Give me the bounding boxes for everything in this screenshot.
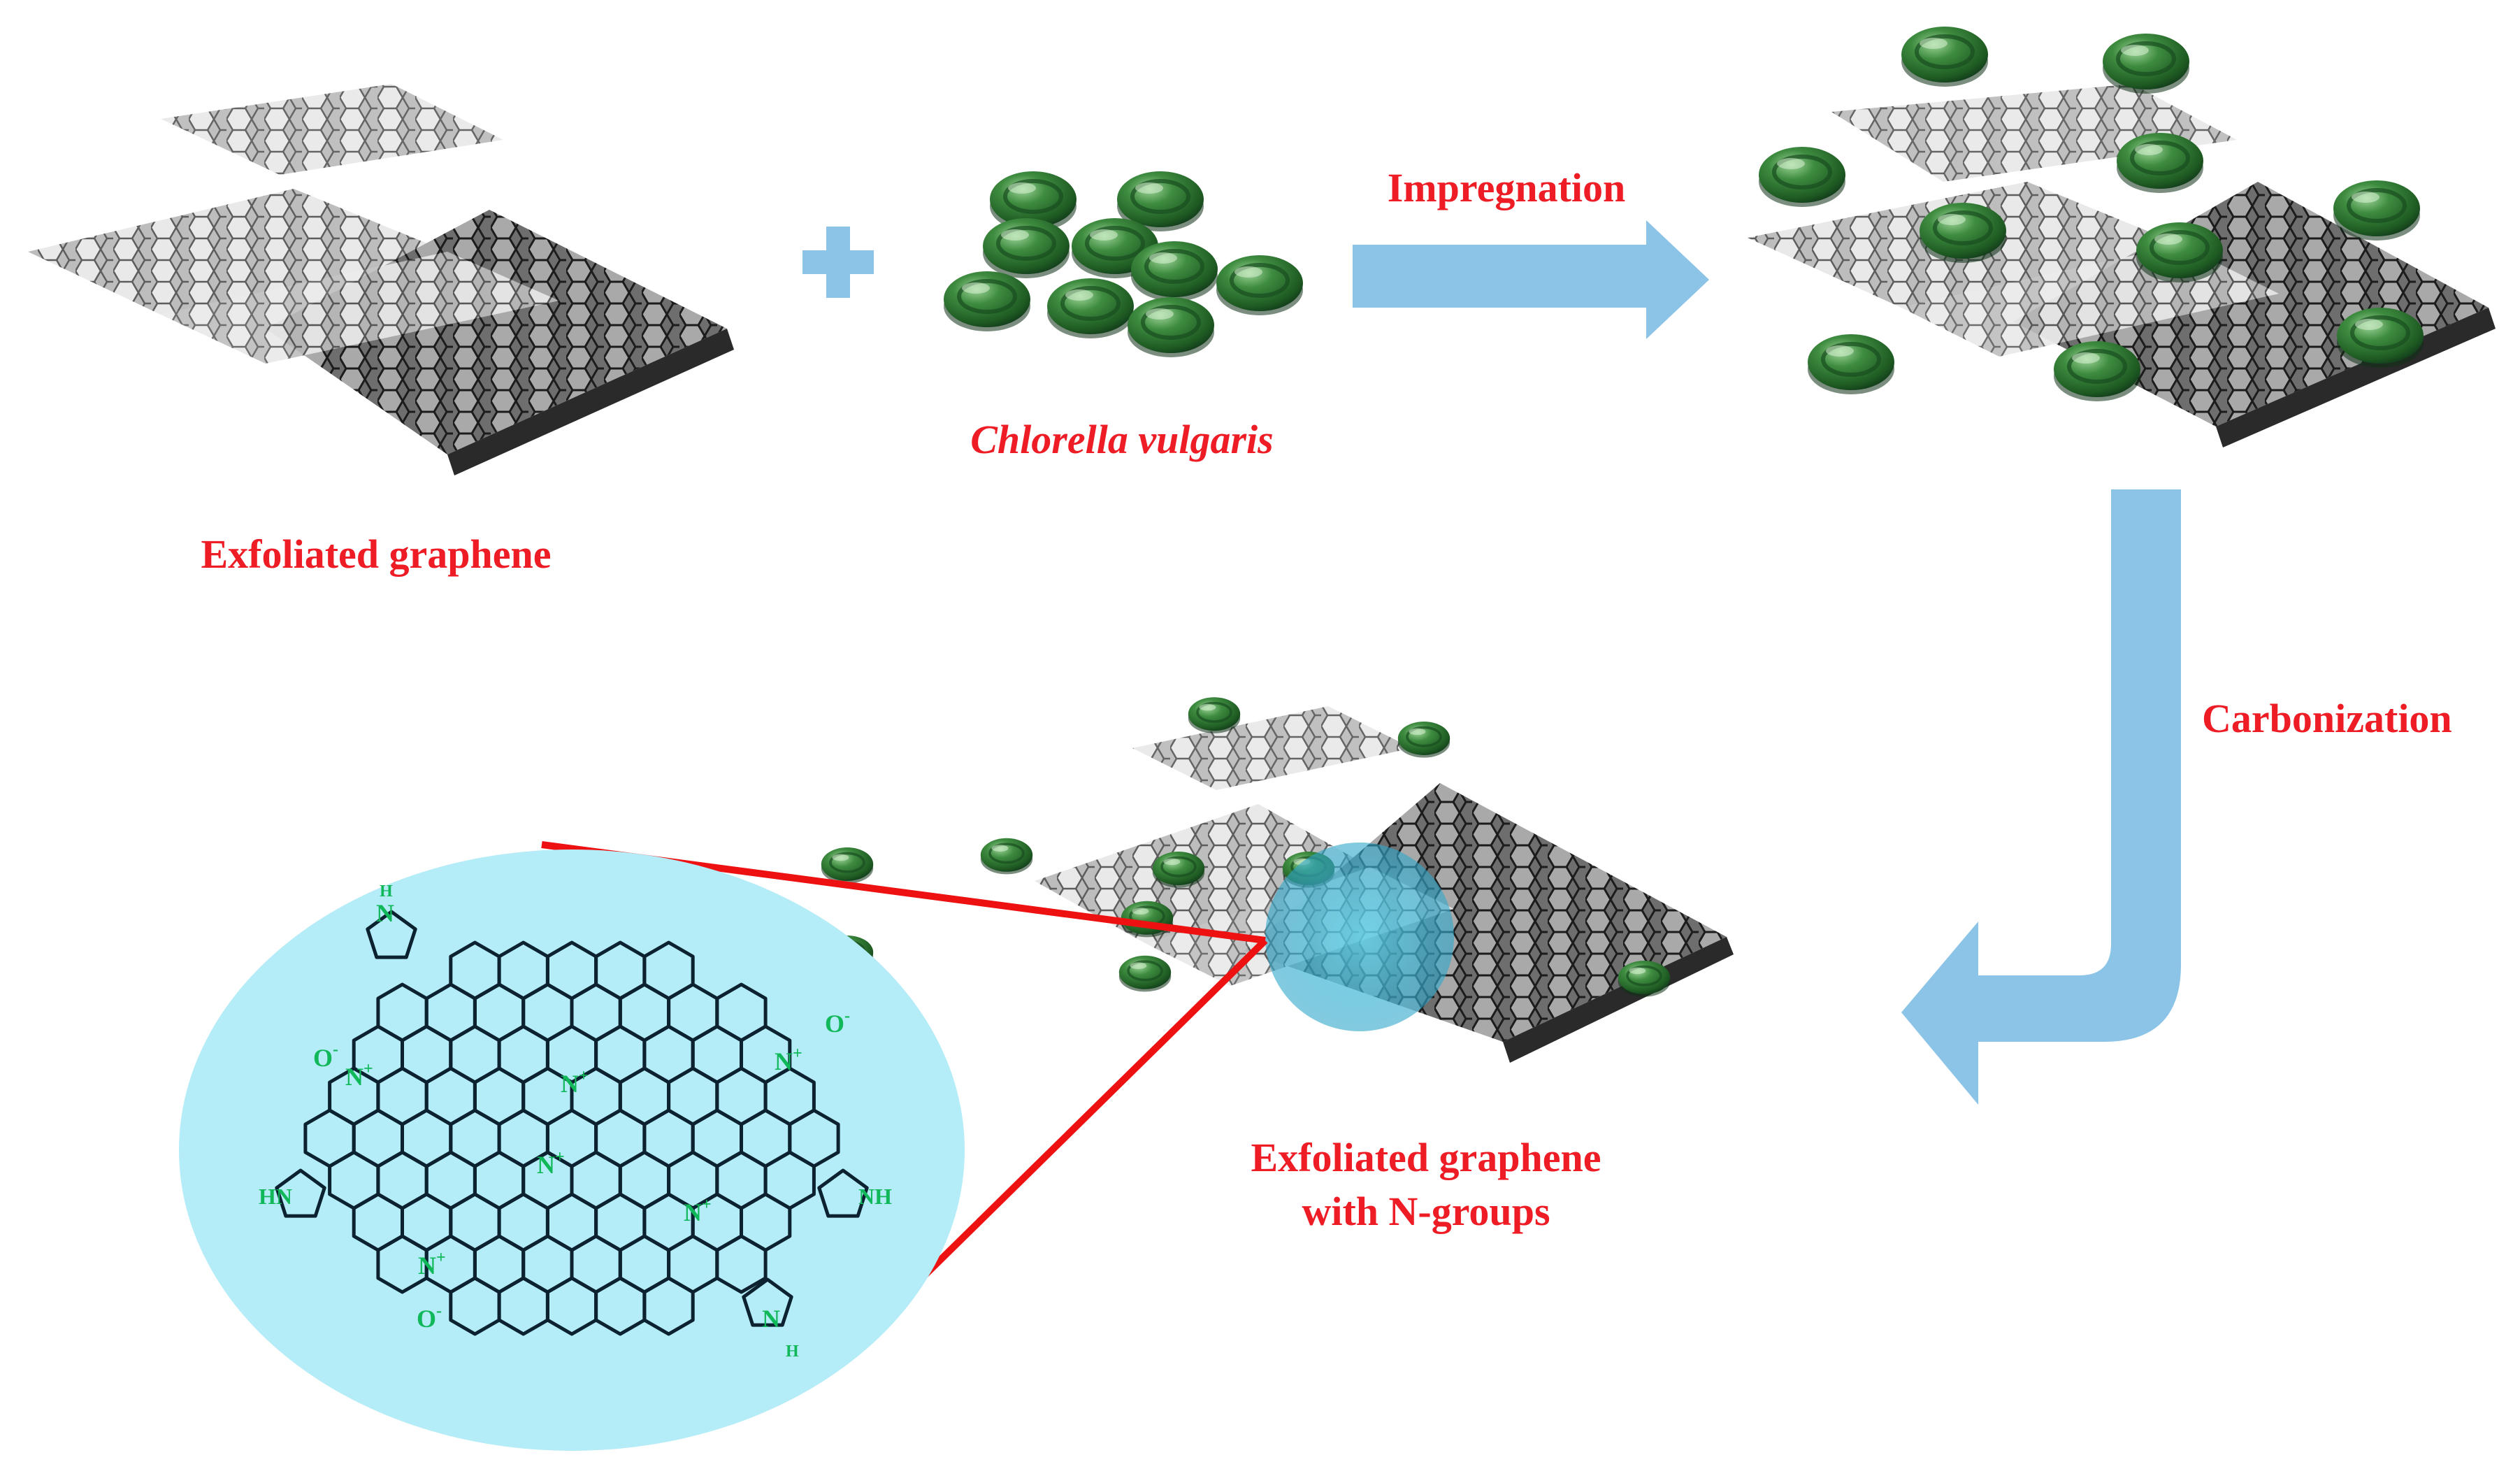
h-label: H [380, 882, 393, 901]
carbon-ring [642, 1276, 695, 1336]
zoom-region [1265, 843, 1454, 1031]
n-plus-label: N [418, 1252, 436, 1280]
heteroatom-labels: O - N + N + N + O - N + N + N + O - HN N… [259, 882, 892, 1361]
pyrrolidine-ring [817, 1168, 869, 1218]
chlorella-cells [944, 171, 1303, 357]
zoom-inset [179, 850, 965, 1451]
n-plus-label: N [537, 1151, 555, 1179]
impregnation-label: Impregnation [1388, 165, 1626, 210]
pyrrolidine-ring [275, 1168, 326, 1218]
h-label: H [786, 1342, 799, 1361]
n-label: N [762, 1305, 780, 1333]
n-doped-graphene-structure [275, 910, 869, 1336]
impregnation-arrow [1353, 220, 1709, 339]
charge-label: + [793, 1045, 802, 1063]
charge-label: + [555, 1148, 565, 1166]
n-plus-label: N [775, 1047, 793, 1075]
charge-label: + [363, 1060, 373, 1078]
plus-icon [802, 227, 874, 298]
product-label-line1: Exfoliated graphene [1251, 1135, 1601, 1180]
oxide-label: O [825, 1010, 844, 1038]
charge-label: + [436, 1249, 446, 1267]
n-plus-label: N [684, 1198, 702, 1226]
charge-label: - [844, 1007, 850, 1025]
pyrrolidine-ring [366, 910, 417, 959]
charge-label: - [333, 1040, 338, 1059]
pyrrolidine-ring [742, 1277, 793, 1327]
carbon-ring [715, 1234, 768, 1294]
nh-label: NH [858, 1184, 892, 1209]
exfoliated-graphene-sheets [28, 84, 734, 475]
product-label-line2: with N-groups [1302, 1189, 1550, 1234]
n-label: N [376, 899, 394, 927]
n-plus-label: N [561, 1070, 579, 1098]
impregnated-graphene [1748, 27, 2496, 447]
oxide-label: O [417, 1305, 436, 1333]
nh-label: HN [259, 1184, 292, 1209]
oxide-label: O [313, 1044, 333, 1072]
charge-label: - [436, 1302, 442, 1320]
n-plus-label: N [345, 1063, 363, 1091]
carbonization-arrow [1901, 489, 2181, 1105]
charge-label: + [579, 1067, 589, 1085]
charge-label: + [702, 1196, 712, 1214]
algae-label: Chlorella vulgaris [970, 417, 1273, 462]
n-doped-graphene [820, 696, 1734, 1063]
exfoliated-graphene-label: Exfoliated graphene [201, 531, 551, 577]
carbonization-label: Carbonization [2202, 696, 2452, 741]
